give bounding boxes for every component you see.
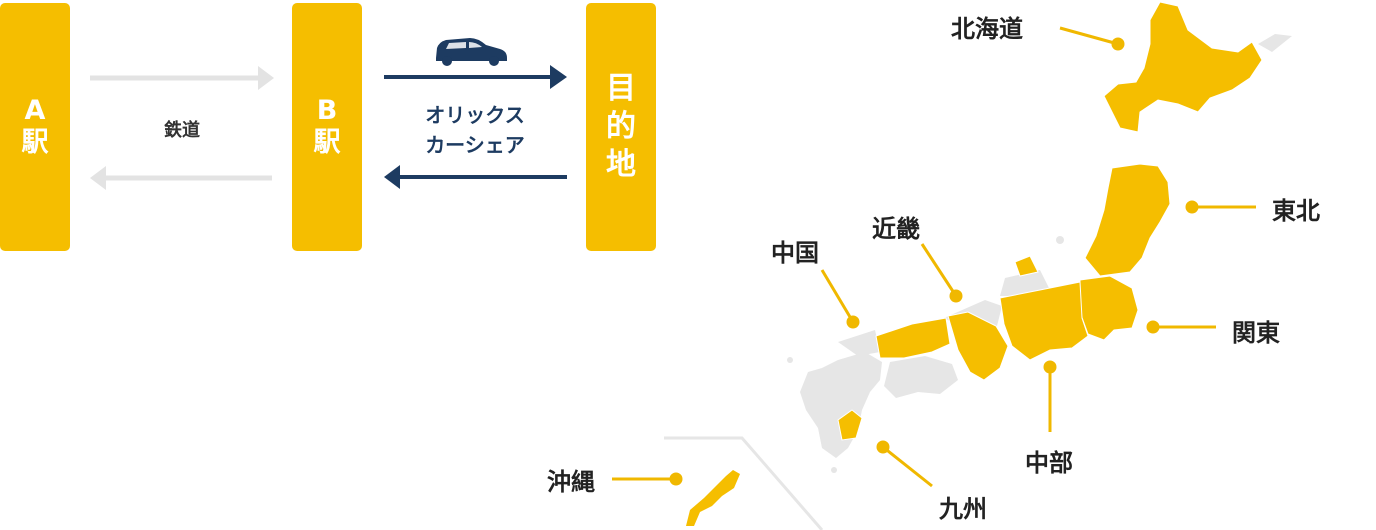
map-kinki-shape: [947, 311, 1009, 381]
car-arrow-left: [384, 165, 567, 189]
map-active-areas: [837, 1, 1263, 441]
car-arrow-right: [384, 65, 567, 89]
leader-lines: [612, 26, 1256, 488]
destination-block: 目 的 地: [586, 3, 656, 251]
station-a-label: A 駅: [21, 95, 49, 158]
map-hokkaido-shape: [1103, 1, 1263, 133]
region-label-chugoku: 中国: [771, 239, 819, 267]
car-share-label: オリックス カーシェア: [425, 103, 525, 157]
region-label-okinawa: 沖縄: [547, 468, 595, 496]
map-tohoku-shape: [1084, 163, 1171, 277]
station-b-label: B 駅: [313, 95, 341, 158]
region-label-tohoku: 東北: [1272, 197, 1320, 225]
map-kyushu-shape: [800, 352, 882, 458]
station-b-block: B 駅: [292, 3, 362, 251]
map-inactive-areas: [787, 34, 1292, 473]
rail-arrow-right: [90, 66, 274, 90]
map-kanto-shape: [1079, 275, 1139, 341]
map-chugoku-shape: [875, 317, 951, 359]
map-chubu-shape: [999, 281, 1089, 361]
region-label-kanto: 関東: [1232, 319, 1280, 347]
region-label-kinki: 近畿: [872, 215, 920, 243]
station-a-block: A 駅: [0, 3, 70, 251]
rail-label: 鉄道: [164, 120, 200, 141]
region-label-kyushu: 九州: [939, 495, 987, 523]
okinawa-inset-frame: [664, 436, 824, 530]
destination-label: 目 的 地: [606, 71, 636, 182]
car-icon: [436, 38, 507, 66]
region-label-hokkaido: 北海道: [951, 15, 1023, 43]
region-label-chubu: 中部: [1025, 449, 1073, 477]
rail-arrow-left: [90, 166, 272, 190]
map-okinawa-shape: [686, 470, 740, 526]
map-shikoku-shape: [884, 356, 958, 398]
